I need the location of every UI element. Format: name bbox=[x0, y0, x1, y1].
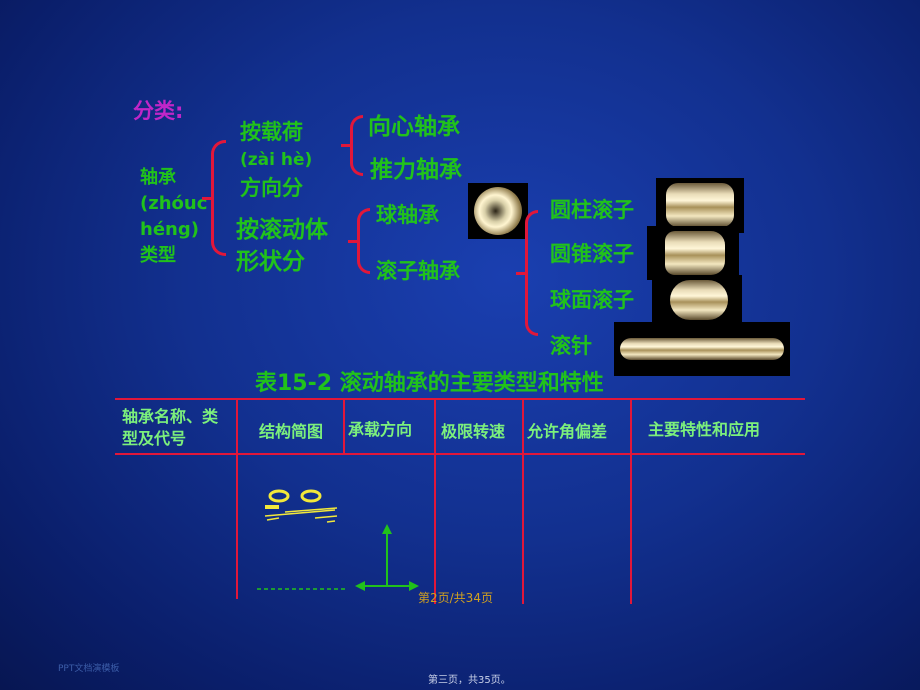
header-angle-deviation: 允许角偏差 bbox=[527, 422, 608, 441]
load-brace bbox=[341, 115, 363, 176]
table-top-line bbox=[115, 398, 805, 400]
footer-page-number: 第三页，共35页。 bbox=[428, 675, 511, 686]
header-name-type-code: 轴承名称、类型及代号 bbox=[122, 407, 219, 448]
tapered-roller-image bbox=[647, 226, 739, 280]
bearing-brace bbox=[202, 140, 226, 256]
spherical-roller-label: 球面滚子 bbox=[550, 288, 634, 312]
page-overlay: 第2页/共34页 bbox=[418, 591, 493, 605]
classification-title: 分类: bbox=[133, 99, 184, 123]
cylindrical-roller-image bbox=[656, 178, 744, 233]
spherical-roller-image bbox=[652, 275, 742, 325]
structure-sketch bbox=[257, 489, 419, 591]
table-col-line bbox=[343, 399, 345, 454]
header-structure: 结构简图 bbox=[259, 422, 324, 441]
header-load-direction: 承载方向 bbox=[348, 420, 413, 439]
tapered-roller-label: 圆锥滚子 bbox=[550, 242, 634, 266]
radial-bearing-label: 向心轴承 bbox=[368, 114, 460, 140]
roller-types-brace bbox=[516, 210, 538, 336]
by-load-label: 按载荷 (zài hè) 方向分 bbox=[240, 120, 313, 200]
needle-roller-image bbox=[614, 322, 790, 376]
table-col-line bbox=[434, 399, 436, 604]
rolling-brace bbox=[348, 208, 370, 274]
header-features: 主要特性和应用 bbox=[648, 420, 761, 439]
needle-roller-label: 滚针 bbox=[550, 334, 592, 358]
table-col-line bbox=[522, 399, 524, 604]
thrust-bearing-label: 推力轴承 bbox=[370, 157, 462, 183]
footer-left: PPT文档演模板 bbox=[58, 664, 120, 674]
table-col-line bbox=[236, 399, 238, 599]
table-header-line bbox=[115, 453, 805, 455]
ball-image bbox=[468, 183, 528, 239]
table-col-line bbox=[630, 399, 632, 604]
cylindrical-roller-label: 圆柱滚子 bbox=[550, 198, 634, 222]
bearing-type-label: 轴承 (zhóuc héng) 类型 bbox=[140, 167, 208, 266]
header-speed-limit: 极限转速 bbox=[441, 422, 506, 441]
by-rolling-label: 按滚动体 形状分 bbox=[236, 217, 328, 275]
ball-bearing-label: 球轴承 bbox=[376, 203, 439, 227]
table-caption: 表15-2 滚动轴承的主要类型和特性 bbox=[255, 371, 604, 396]
roller-bearing-label: 滚子轴承 bbox=[376, 259, 460, 283]
